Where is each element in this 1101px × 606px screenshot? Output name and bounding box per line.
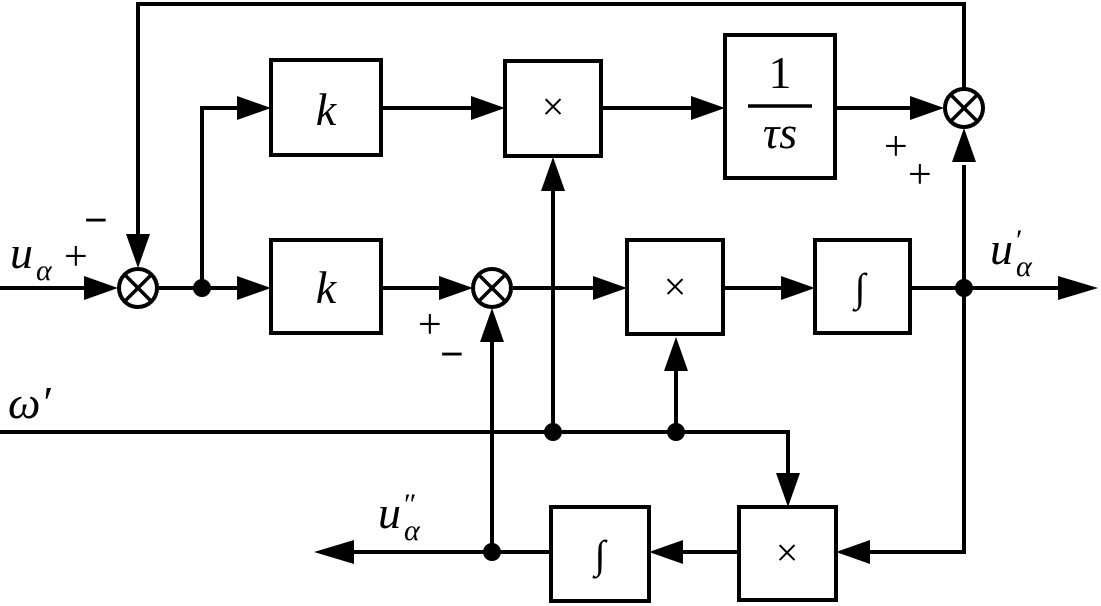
arrow-output <box>1058 276 1098 300</box>
arrow-into-mult-top <box>471 96 505 120</box>
arrow-into-sum2-bottom <box>480 308 504 342</box>
svg-text:α: α <box>404 514 421 547</box>
arrow-into-mult-mid <box>593 276 627 300</box>
wire-omega <box>0 430 790 488</box>
wire-output-mult-bottom <box>856 286 966 554</box>
integrator-bottom-label: ∫ <box>592 532 609 579</box>
arrow-into-gain-bottom <box>237 276 271 300</box>
sum-junction-1 <box>117 267 159 309</box>
junction-node-output <box>955 279 973 297</box>
svg-text:u: u <box>378 487 401 538</box>
integrator-block-bottom: ∫ <box>549 505 651 603</box>
sum1-minus-sign: − <box>84 198 108 244</box>
label-input-u-alpha: u α <box>10 227 53 287</box>
junction-node-omega-1 <box>544 423 562 441</box>
tau-numerator: 1 <box>769 47 792 98</box>
gain-top-label: k <box>316 84 338 135</box>
svg-text:′: ′ <box>1016 224 1023 257</box>
label-output-u-alpha-prime: u ′ α <box>990 223 1033 283</box>
sum3-plus-sign-b: + <box>908 152 932 198</box>
arrow-into-mult-bottom <box>836 540 870 564</box>
multiply-top-label: × <box>542 84 565 129</box>
multiply-block-top: × <box>503 59 603 158</box>
gain-block-bottom: k <box>269 238 383 335</box>
integrator-tau-block: 1 τs <box>723 33 837 180</box>
wire-node1-gain-top <box>200 106 252 290</box>
svg-text:″: ″ <box>404 488 417 521</box>
arrow-into-mult-mid-bottom <box>664 337 688 371</box>
arrow-output-bottom <box>314 540 354 564</box>
junction-node-omega-2 <box>667 423 685 441</box>
sum2-plus-sign: + <box>418 302 442 348</box>
integrator-mid-label: ∫ <box>852 265 869 312</box>
sum-junction-3 <box>943 87 985 129</box>
junction-node-bottom <box>483 543 501 561</box>
arrow-into-sum1 <box>84 276 118 300</box>
arrow-into-sum1-top <box>126 234 150 268</box>
arrow-into-sum3-left <box>910 96 944 120</box>
wire-feedback-top <box>136 2 966 250</box>
arrow-into-gain-top <box>237 96 271 120</box>
tau-denominator: τs <box>763 107 797 158</box>
multiply-block-bottom: × <box>737 505 838 602</box>
svg-text:α: α <box>1016 250 1033 283</box>
multiply-bottom-label: × <box>776 530 799 575</box>
sum3-plus-sign-a: + <box>884 124 908 170</box>
sum-junction-2 <box>471 267 513 309</box>
arrow-into-mult-top-bottom <box>541 157 565 191</box>
multiply-mid-label: × <box>664 264 687 309</box>
svg-text:α: α <box>36 254 53 287</box>
label-omega-prime: ω′ <box>8 377 51 428</box>
arrow-into-int-mid <box>781 276 815 300</box>
arrow-into-tau <box>691 96 725 120</box>
sum2-minus-sign: − <box>440 332 464 378</box>
gain-block-top: k <box>269 58 383 157</box>
arrow-into-int-bottom <box>649 540 683 564</box>
svg-text:u: u <box>990 223 1013 274</box>
label-output-u-alpha-dprime: u ″ α <box>378 487 421 547</box>
svg-text:u: u <box>10 227 33 278</box>
junction-node-1 <box>193 279 211 297</box>
arrow-into-mult-bottom-top <box>776 473 800 507</box>
arrow-into-sum3-bottom <box>952 128 976 162</box>
integrator-block-mid: ∫ <box>813 238 912 335</box>
arrow-into-sum2 <box>439 276 473 300</box>
gain-bottom-label: k <box>316 262 338 313</box>
sum1-plus-sign: + <box>64 234 88 280</box>
multiply-block-mid: × <box>625 238 725 336</box>
